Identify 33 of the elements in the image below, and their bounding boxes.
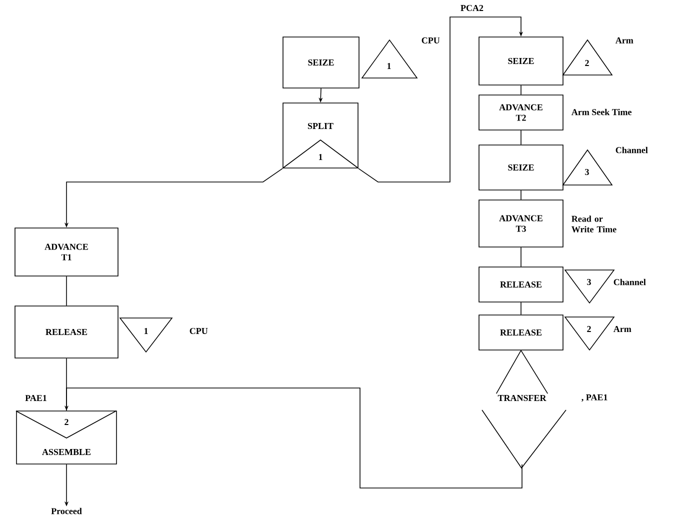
block-box: RELEASE bbox=[478, 314, 564, 350]
side-label: CPU bbox=[190, 328, 208, 334]
exit-label: Proceed bbox=[51, 508, 82, 514]
side-label: Arm Seek Time bbox=[572, 108, 632, 116]
side-label: Arm bbox=[614, 326, 632, 332]
connector bbox=[358, 16, 524, 182]
edge-label: PCA2 bbox=[460, 4, 484, 12]
connector bbox=[496, 350, 548, 394]
block-box: ADVANCE T1 bbox=[14, 228, 118, 276]
side-label: CPU bbox=[422, 37, 440, 44]
side-label: PAE1 bbox=[25, 395, 46, 401]
connector bbox=[520, 190, 522, 200]
connector bbox=[520, 130, 522, 145]
block-box: ADVANCE T2 bbox=[478, 94, 564, 130]
connector bbox=[520, 302, 522, 315]
transfer-block: TRANSFER bbox=[482, 394, 566, 469]
side-label: Read or Write Time bbox=[572, 216, 616, 232]
block-box: RELEASE bbox=[14, 306, 118, 358]
block-box: RELEASE bbox=[478, 266, 564, 302]
connector bbox=[66, 358, 67, 411]
side-label: Channel bbox=[614, 278, 646, 286]
block-box: SEIZE bbox=[478, 36, 564, 86]
connector bbox=[66, 276, 67, 306]
assemble-block: 2 ASSEMBLE bbox=[16, 410, 117, 464]
connector bbox=[520, 85, 522, 95]
side-label: , PAE1 bbox=[582, 394, 608, 402]
block-box: SEIZE bbox=[282, 36, 360, 88]
side-label: Arm bbox=[616, 37, 634, 44]
block-box: SEIZE bbox=[478, 144, 564, 190]
split-block: SPLIT 1 bbox=[282, 102, 358, 168]
side-label: Channel bbox=[616, 146, 648, 154]
block-box: ADVANCE T3 bbox=[478, 200, 564, 248]
connector bbox=[520, 247, 522, 267]
